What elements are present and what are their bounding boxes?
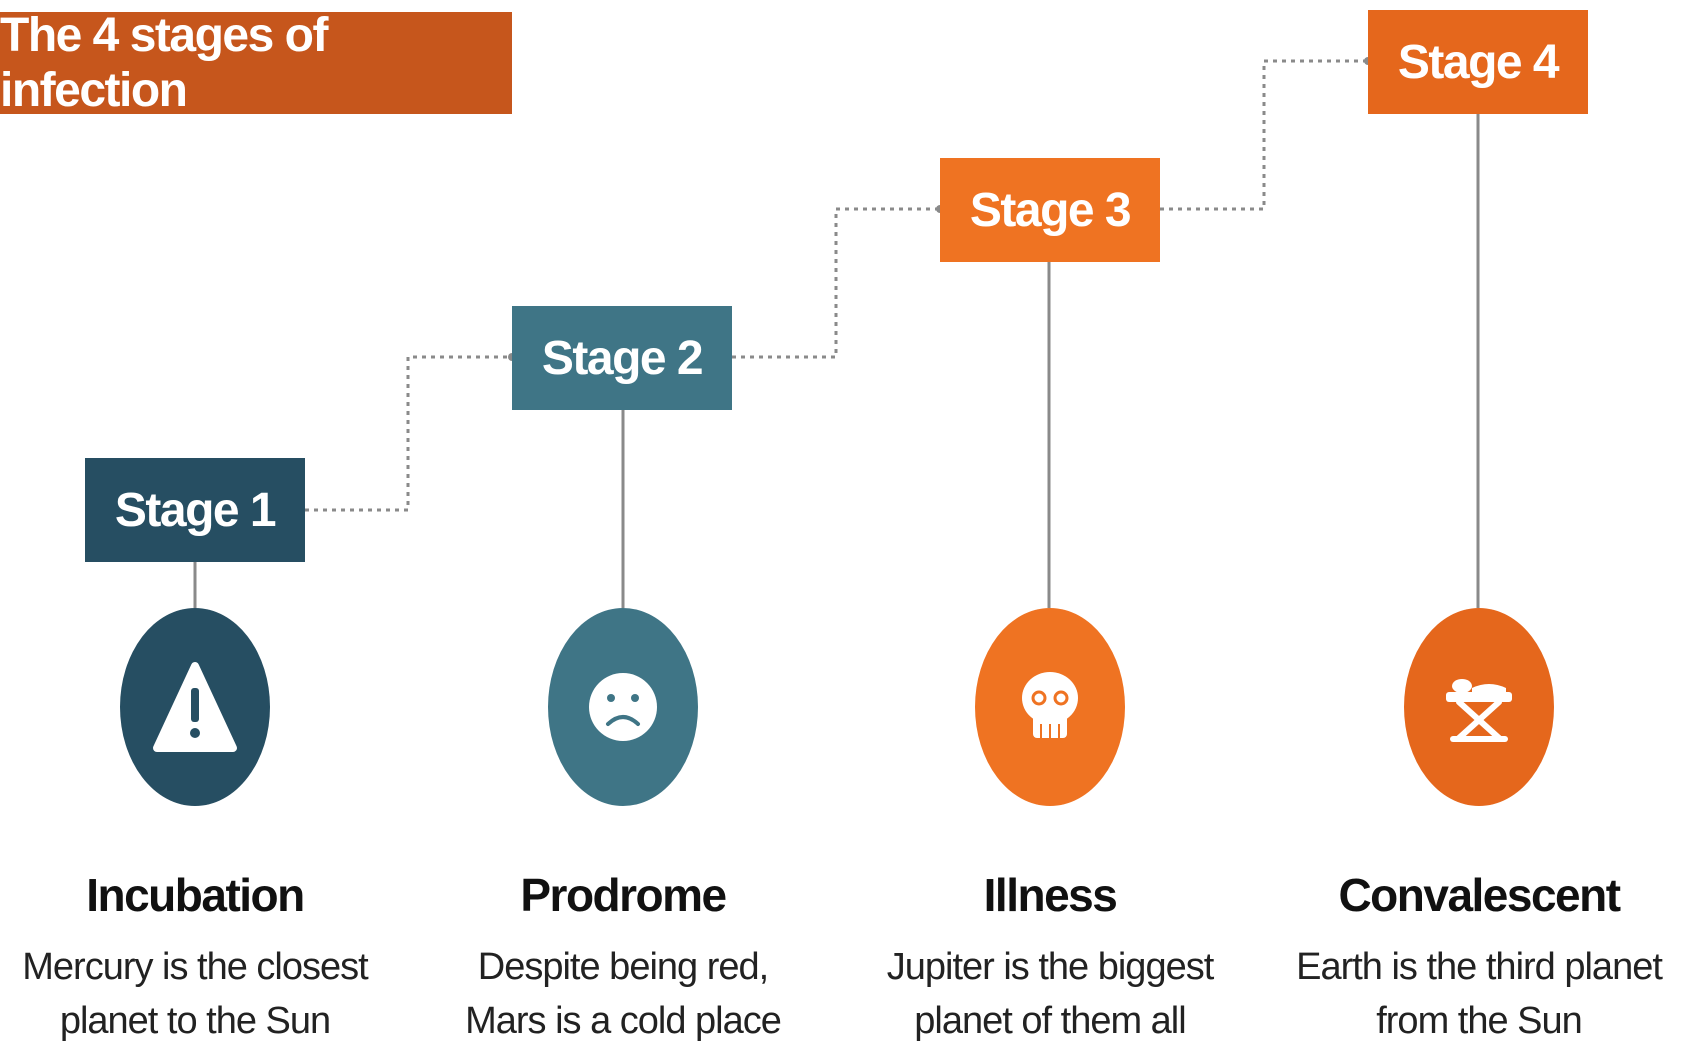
stage-4-icon-circle xyxy=(1404,608,1554,806)
stage-2-description-line-2: Mars is a cold place xyxy=(465,1000,782,1042)
stage-1-icon-circle xyxy=(120,608,270,806)
stage-1-description: Mercury is the closest planet to the Sun xyxy=(0,940,405,1048)
step-connector-2-3 xyxy=(732,207,940,359)
title-banner: The 4 stages of infection xyxy=(0,9,512,117)
stage-1-box: Stage 1 xyxy=(85,458,305,562)
warning-icon xyxy=(153,662,237,752)
sad-face-icon xyxy=(589,673,657,741)
stage-1-label: Stage 1 xyxy=(114,483,277,537)
page-title: The 4 stages of infection xyxy=(0,9,328,117)
stage-3-description: Jupiter is the biggest planet of them al… xyxy=(840,940,1260,1048)
stage-3-label: Stage 3 xyxy=(969,183,1132,237)
stage-4-label: Stage 4 xyxy=(1397,35,1560,89)
stage-3-box: Stage 3 xyxy=(940,158,1160,262)
stage-4-description-line-1: Earth is the third planet xyxy=(1296,946,1663,988)
stage-2-label: Stage 2 xyxy=(541,331,704,385)
stage-3-description-line-1: Jupiter is the biggest xyxy=(886,946,1215,988)
stage-1-description-line-2: planet to the Sun xyxy=(59,1000,331,1042)
stage-4-name: Convalescent xyxy=(1338,869,1621,921)
stage-4-description-line-2: from the Sun xyxy=(1376,1000,1583,1042)
stage-3-description-line-2: planet of them all xyxy=(914,1000,1186,1042)
stage-1-name: Incubation xyxy=(86,869,305,921)
stage-2-description: Despite being red, Mars is a cold place xyxy=(413,940,833,1048)
stage-4-box: Stage 4 xyxy=(1368,10,1588,114)
stage-3-name: Illness xyxy=(983,869,1118,921)
stage-3-icon-circle xyxy=(975,608,1125,806)
stage-2-icon-circle xyxy=(548,608,698,806)
stage-2-description-line-1: Despite being red, xyxy=(477,946,769,988)
stage-2-box: Stage 2 xyxy=(512,306,732,410)
stage-1-description-line-1: Mercury is the closest xyxy=(22,946,368,988)
skull-icon xyxy=(1022,672,1078,738)
step-connector-3-4 xyxy=(1160,59,1368,211)
step-connector-1-2 xyxy=(305,355,512,512)
stretcher-icon xyxy=(1446,679,1512,742)
stage-2-name: Prodrome xyxy=(520,869,727,921)
stage-4-description: Earth is the third planet from the Sun xyxy=(1269,940,1682,1048)
